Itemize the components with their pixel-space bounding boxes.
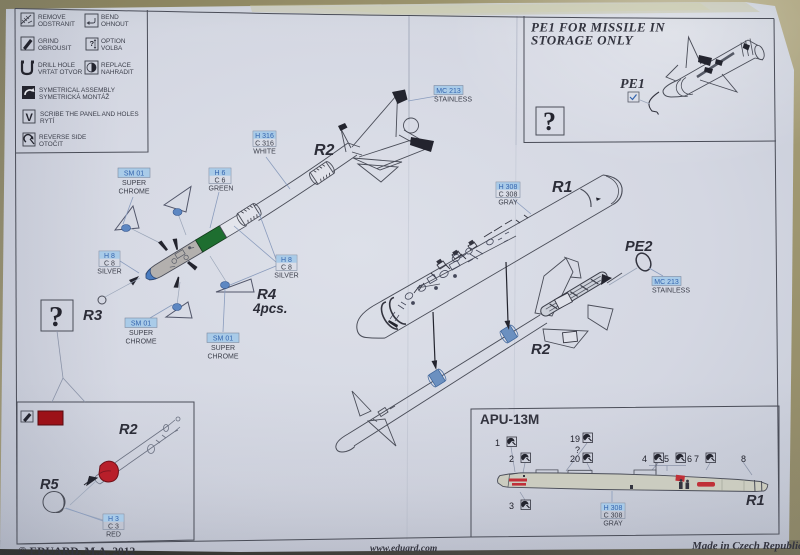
svg-text:SUPER: SUPER bbox=[211, 345, 235, 352]
svg-text:VRTAT OTVOR: VRTAT OTVOR bbox=[38, 69, 83, 76]
svg-text:GREEN: GREEN bbox=[209, 186, 234, 193]
svg-text:SILVER: SILVER bbox=[97, 269, 121, 276]
svg-text:C 308: C 308 bbox=[604, 513, 623, 520]
svg-text:PE1: PE1 bbox=[620, 77, 645, 92]
svg-text:H 8: H 8 bbox=[281, 257, 292, 264]
svg-text:STAINLESS: STAINLESS bbox=[652, 288, 690, 295]
svg-text:R2: R2 bbox=[119, 422, 138, 438]
svg-text:4: 4 bbox=[642, 454, 647, 464]
svg-text:GRIND: GRIND bbox=[38, 38, 59, 45]
svg-text:H 316: H 316 bbox=[255, 133, 274, 140]
svg-text:SM 01: SM 01 bbox=[124, 171, 144, 178]
svg-text:WHITE: WHITE bbox=[253, 149, 276, 156]
svg-text:ODSTRANIT: ODSTRANIT bbox=[38, 21, 75, 28]
svg-text:STORAGE ONLY: STORAGE ONLY bbox=[531, 33, 634, 48]
svg-text:OTOČIT: OTOČIT bbox=[39, 139, 63, 148]
svg-text:?: ? bbox=[49, 301, 64, 333]
svg-text:CHROME: CHROME bbox=[118, 189, 149, 196]
svg-text:3: 3 bbox=[509, 501, 514, 511]
svg-text:REVERSE SIDE: REVERSE SIDE bbox=[39, 134, 86, 141]
svg-text:SILVER: SILVER bbox=[274, 273, 298, 280]
svg-text:REMOVE: REMOVE bbox=[38, 14, 66, 21]
svg-text:PE2: PE2 bbox=[625, 239, 652, 255]
svg-text:SCRIBE THE PANEL AND HOLES: SCRIBE THE PANEL AND HOLES bbox=[40, 111, 139, 118]
svg-text:C 3: C 3 bbox=[108, 524, 119, 531]
svg-text:R2: R2 bbox=[314, 142, 335, 159]
svg-text:SYMETRICAL ASSEMBLY: SYMETRICAL ASSEMBLY bbox=[39, 87, 116, 94]
svg-text:VOLBA: VOLBA bbox=[101, 45, 123, 52]
svg-text:R2: R2 bbox=[531, 341, 551, 358]
svg-text:8: 8 bbox=[741, 454, 746, 464]
svg-text:?: ? bbox=[90, 39, 95, 48]
svg-text:6: 6 bbox=[687, 454, 692, 464]
svg-text:H 8: H 8 bbox=[104, 253, 115, 260]
svg-text:OPTION: OPTION bbox=[101, 38, 126, 45]
svg-text:H 3: H 3 bbox=[108, 516, 119, 523]
svg-text:1: 1 bbox=[495, 438, 500, 448]
svg-text:REPLACE: REPLACE bbox=[101, 62, 131, 69]
svg-text:7: 7 bbox=[694, 454, 699, 464]
svg-text:CHROME: CHROME bbox=[207, 354, 238, 361]
svg-text:C 6: C 6 bbox=[215, 178, 226, 185]
svg-text:Made in Czech Republic: Made in Czech Republic bbox=[691, 540, 800, 552]
svg-text:H 6: H 6 bbox=[215, 170, 226, 177]
svg-text:PE1 FOR MISSILE IN: PE1 FOR MISSILE IN bbox=[531, 20, 665, 35]
svg-text:© EDUARD, M.A. 2012: © EDUARD, M.A. 2012 bbox=[18, 546, 135, 555]
svg-text:5: 5 bbox=[664, 454, 669, 464]
svg-text:OBROUSIT: OBROUSIT bbox=[38, 45, 71, 52]
svg-text:C 8: C 8 bbox=[104, 261, 115, 268]
svg-text:R4: R4 bbox=[257, 286, 277, 303]
svg-text:C 316: C 316 bbox=[255, 141, 274, 148]
svg-text:20: 20 bbox=[570, 454, 580, 464]
svg-text:MC 213: MC 213 bbox=[654, 279, 679, 286]
svg-text:R3: R3 bbox=[83, 307, 103, 324]
svg-text:2: 2 bbox=[509, 454, 514, 464]
svg-text:APU-13M: APU-13M bbox=[480, 412, 539, 427]
svg-text:V: V bbox=[26, 112, 34, 124]
svg-text:OHNOUT: OHNOUT bbox=[101, 21, 129, 28]
svg-text:R5: R5 bbox=[40, 477, 59, 493]
svg-text:4pcs.: 4pcs. bbox=[252, 301, 288, 316]
svg-text:SUPER: SUPER bbox=[122, 180, 146, 187]
svg-text:SYMETRICKÁ MONTÁŽ: SYMETRICKÁ MONTÁŽ bbox=[39, 92, 109, 101]
svg-text:?: ? bbox=[543, 107, 556, 136]
svg-text:SUPER: SUPER bbox=[129, 330, 153, 337]
svg-text:?: ? bbox=[575, 445, 580, 455]
svg-text:GRAY: GRAY bbox=[603, 521, 623, 528]
svg-text:www.eduard.com: www.eduard.com bbox=[370, 544, 437, 554]
svg-text:CHROME: CHROME bbox=[125, 339, 156, 346]
svg-text:NAHRADIT: NAHRADIT bbox=[101, 69, 134, 76]
svg-text:R1: R1 bbox=[552, 179, 573, 196]
svg-text:C 308: C 308 bbox=[499, 192, 518, 199]
svg-text:GRAY: GRAY bbox=[498, 200, 518, 207]
svg-text:MC 213: MC 213 bbox=[436, 88, 461, 95]
svg-text:SM 01: SM 01 bbox=[213, 336, 233, 343]
svg-text:C 8: C 8 bbox=[281, 265, 292, 272]
svg-text:H 308: H 308 bbox=[499, 184, 518, 191]
svg-text:RYTÍ: RYTÍ bbox=[40, 116, 55, 125]
svg-text:H 308: H 308 bbox=[604, 505, 623, 512]
svg-text:DRILL HOLE: DRILL HOLE bbox=[38, 62, 75, 69]
svg-text:STAINLESS: STAINLESS bbox=[434, 97, 472, 104]
svg-text:19: 19 bbox=[570, 434, 580, 444]
svg-text:R1: R1 bbox=[746, 493, 765, 509]
svg-text:BEND: BEND bbox=[101, 14, 119, 21]
svg-text:SM 01: SM 01 bbox=[131, 321, 151, 328]
svg-text:RED: RED bbox=[106, 532, 121, 539]
